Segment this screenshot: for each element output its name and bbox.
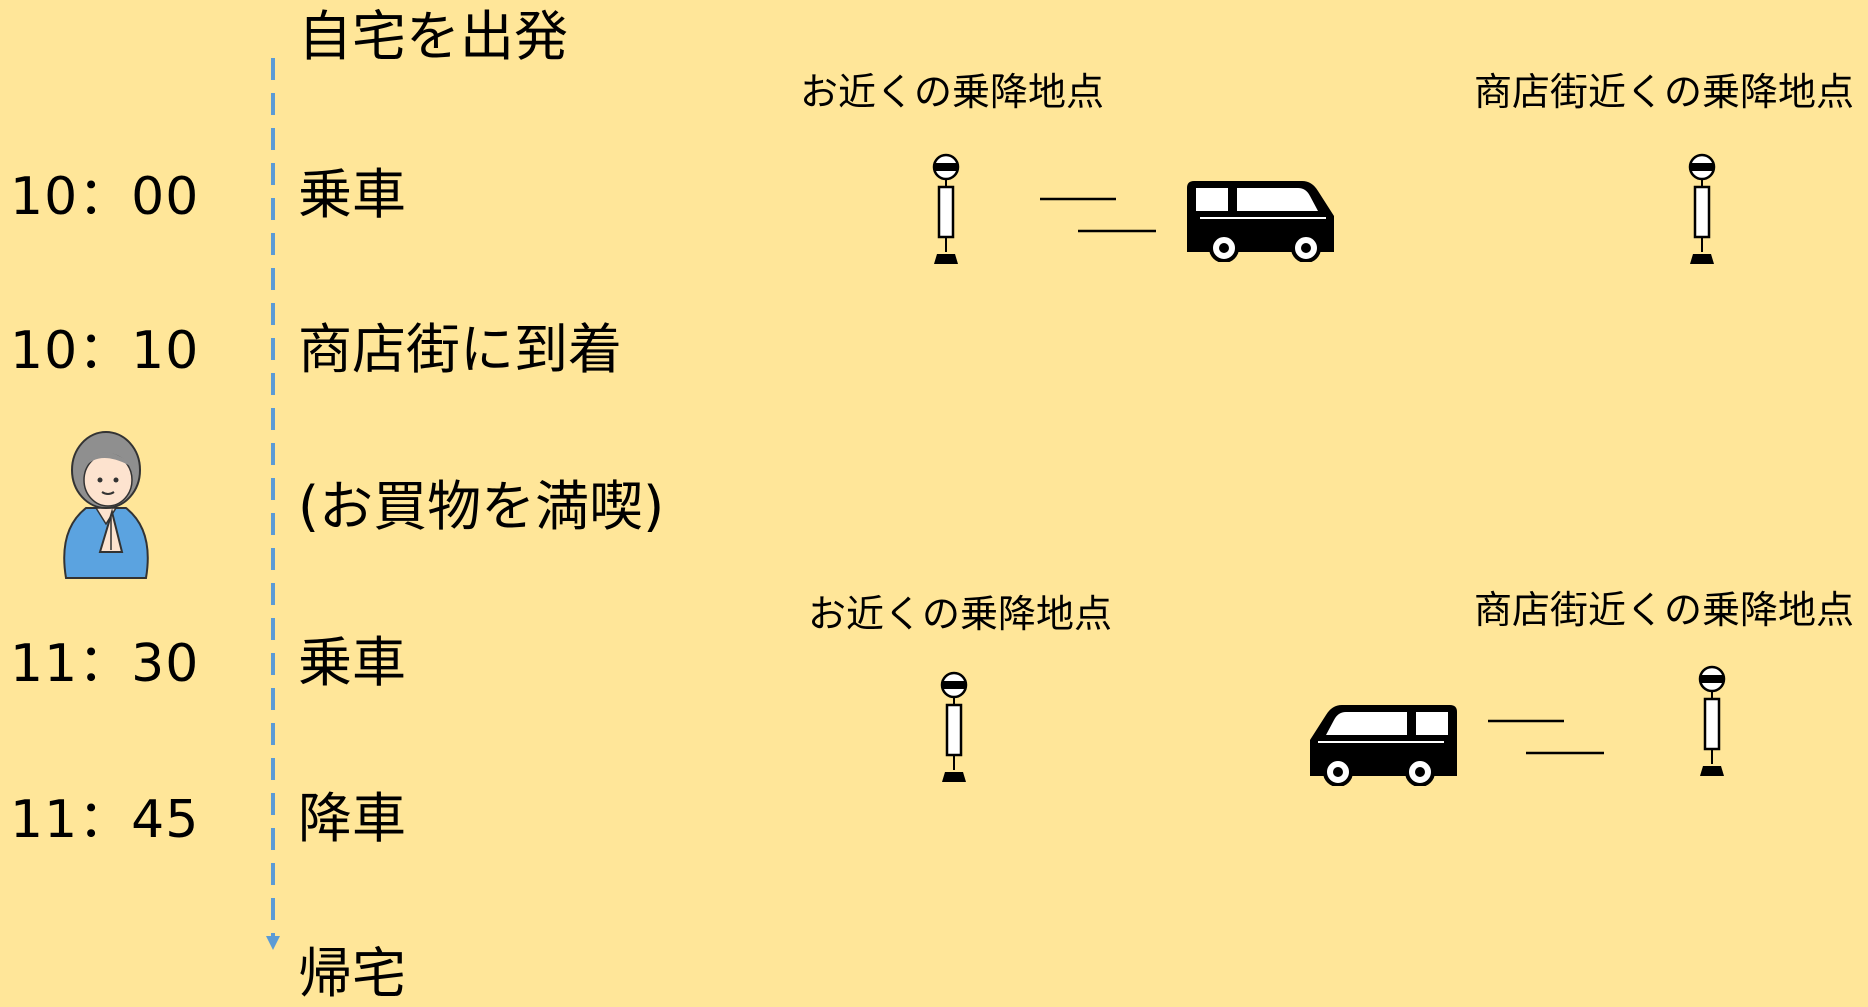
bus-stop-icon <box>940 671 968 782</box>
time-1130: 11：30 <box>10 634 200 694</box>
outbound-origin-label: お近くの乗降地点 <box>800 70 1105 114</box>
bus-stop-icon <box>1688 153 1716 264</box>
return-origin-label: お近くの乗降地点 <box>808 592 1113 636</box>
timeline-arrowhead <box>266 936 280 950</box>
van-icon <box>1310 705 1457 786</box>
time-1010: 10：10 <box>10 321 200 381</box>
event-board-2: 乗車 <box>298 631 406 694</box>
event-alight: 降車 <box>298 787 406 850</box>
event-enjoy-shopping: (お買物を満喫) <box>298 475 665 538</box>
start-label: 自宅を出発 <box>298 5 568 68</box>
return-destination-label: 商店街近くの乗降地点 <box>1474 588 1855 632</box>
outbound-destination-label: 商店街近くの乗降地点 <box>1474 70 1855 114</box>
woman-praying-hands-icon <box>63 431 149 579</box>
bus-stop-icon <box>932 153 960 264</box>
time-1000: 10：00 <box>10 167 200 227</box>
time-1145: 11：45 <box>10 790 200 850</box>
end-label: 帰宅 <box>298 942 406 1005</box>
motion-lines-icon <box>1488 719 1604 755</box>
event-arrive-shopping-street: 商店街に到着 <box>298 318 622 381</box>
bus-stop-icon <box>1698 665 1726 776</box>
van-icon <box>1187 181 1334 262</box>
motion-lines-icon <box>1040 197 1156 233</box>
event-board-1: 乗車 <box>298 163 406 226</box>
